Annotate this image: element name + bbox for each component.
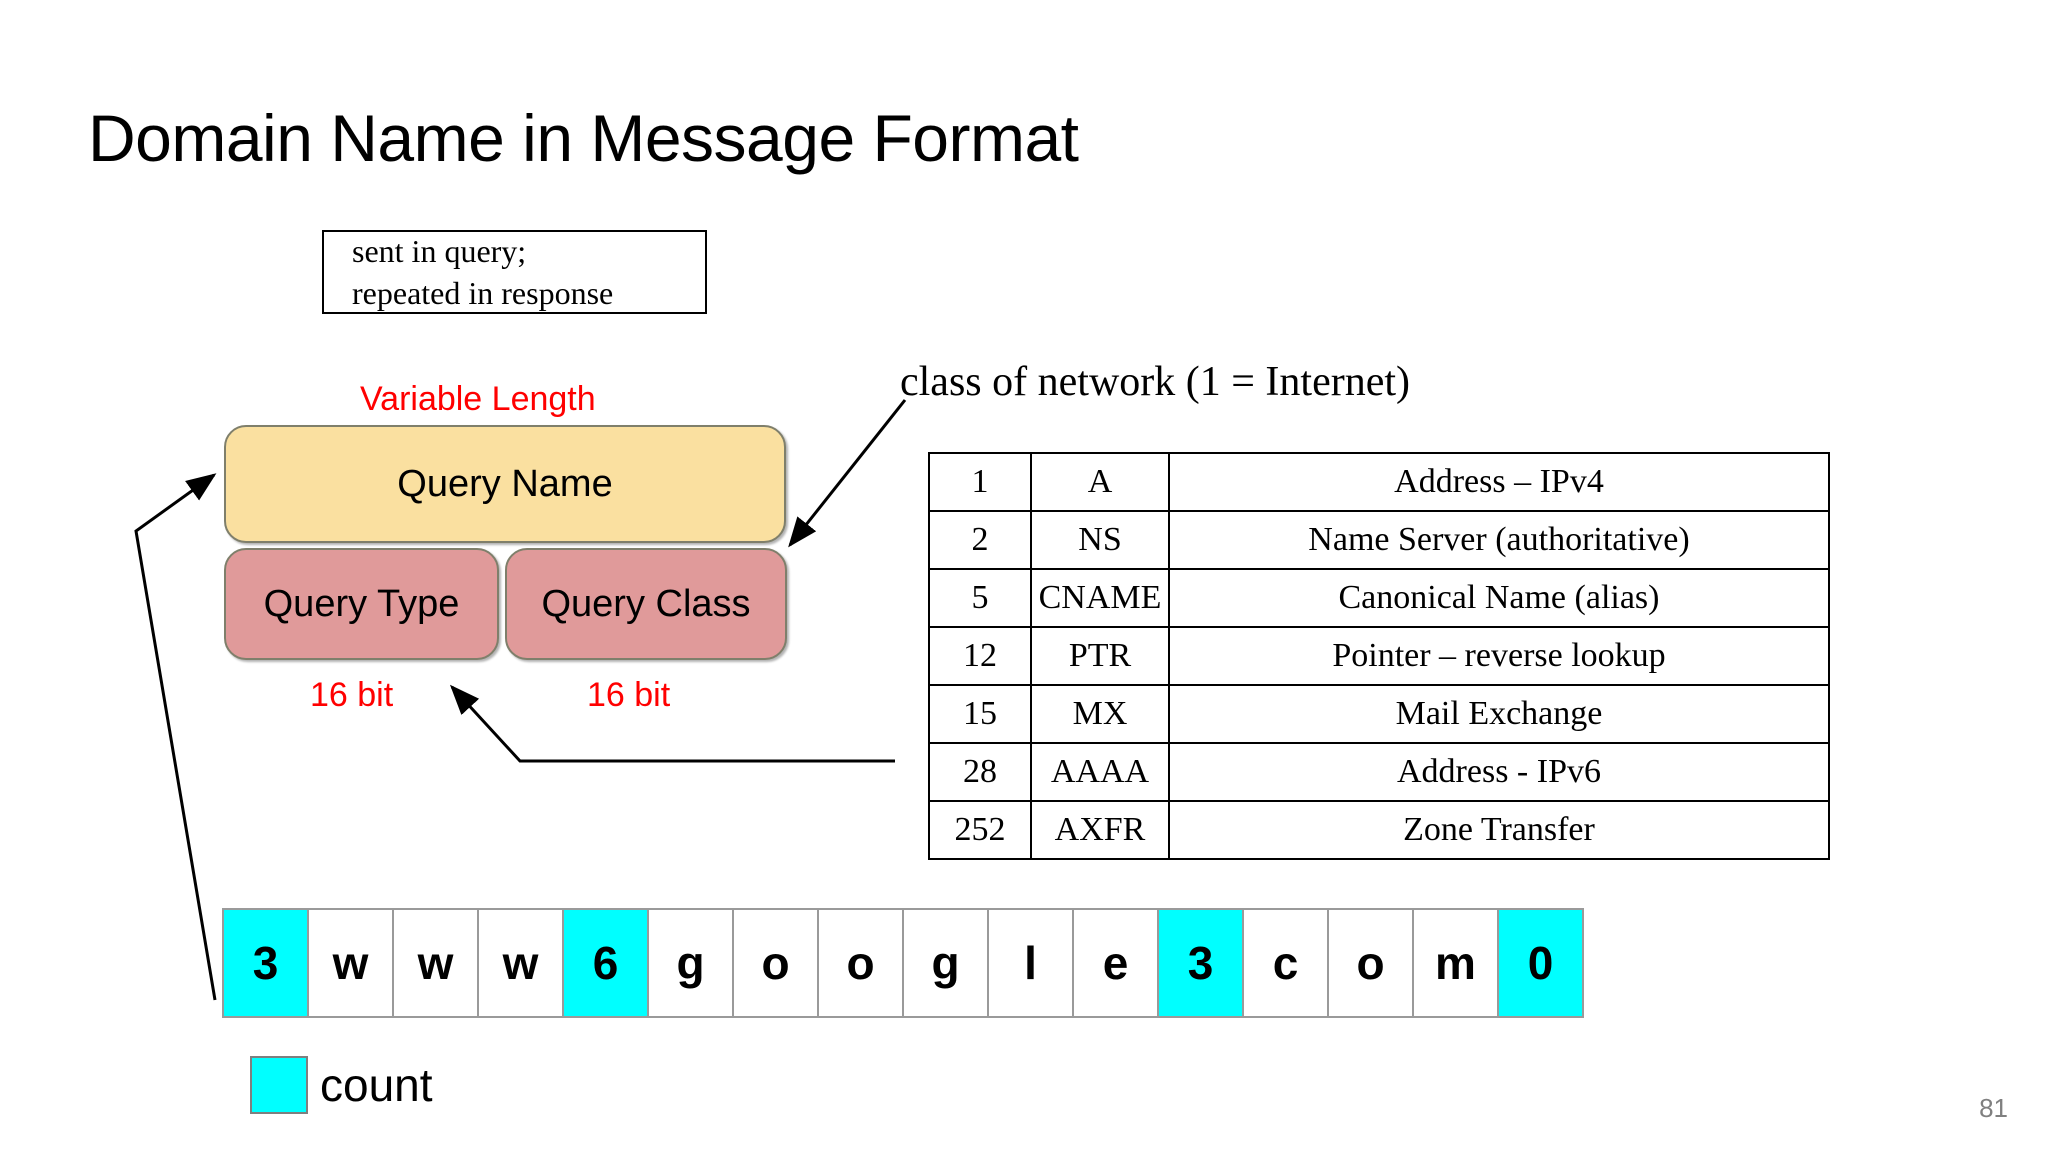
arrow-table-to-16bit [449, 684, 895, 763]
record-number: 12 [928, 626, 1032, 686]
arrow-class-of-network-to-query-class [788, 399, 907, 548]
legend-label-count: count [320, 1059, 433, 1111]
record-description: Address – IPv4 [1168, 452, 1830, 512]
callout-line-2: repeated in response [352, 275, 614, 311]
record-type: AXFR [1030, 800, 1170, 860]
byte-cell-count: 0 [1497, 908, 1584, 1018]
label-16-bit-query-class: 16 bit [587, 676, 671, 714]
callout-line-1: sent in query; [352, 233, 527, 269]
page-title: Domain Name in Message Format [88, 101, 1079, 175]
field-query-type: Query Type [224, 548, 499, 660]
byte-cell-count: 3 [222, 908, 309, 1018]
page-number: 81 [1979, 1093, 2008, 1123]
record-description: Name Server (authoritative) [1168, 510, 1830, 570]
record-number: 252 [928, 800, 1032, 860]
callout-sent-in-query: sent in query; repeated in response [322, 230, 707, 314]
label-16-bit-query-type: 16 bit [310, 676, 394, 714]
byte-cell-char: o [1327, 908, 1414, 1018]
record-number: 28 [928, 742, 1032, 802]
field-query-name: Query Name [224, 425, 786, 543]
record-type: PTR [1030, 626, 1170, 686]
record-description: Canonical Name (alias) [1168, 568, 1830, 628]
byte-cell-char: m [1412, 908, 1499, 1018]
record-type: A [1030, 452, 1170, 512]
label-variable-length: Variable Length [360, 380, 596, 418]
byte-cell-char: g [902, 908, 989, 1018]
record-type: AAAA [1030, 742, 1170, 802]
field-query-name-label: Query Name [397, 462, 613, 505]
byte-cell-char: l [987, 908, 1074, 1018]
legend-count: count [250, 1056, 433, 1114]
record-description: Mail Exchange [1168, 684, 1830, 744]
byte-cell-char: o [732, 908, 819, 1018]
byte-cell-count: 6 [562, 908, 649, 1018]
record-description: Pointer – reverse lookup [1168, 626, 1830, 686]
byte-cell-count: 3 [1157, 908, 1244, 1018]
byte-cell-char: e [1072, 908, 1159, 1018]
record-type: MX [1030, 684, 1170, 744]
byte-cell-char: w [477, 908, 564, 1018]
byte-cell-char: c [1242, 908, 1329, 1018]
record-type: CNAME [1030, 568, 1170, 628]
field-query-type-label: Query Type [263, 582, 460, 625]
record-description: Address - IPv6 [1168, 742, 1830, 802]
byte-cell-char: w [392, 908, 479, 1018]
record-description: Zone Transfer [1168, 800, 1830, 860]
record-number: 15 [928, 684, 1032, 744]
byte-cell-char: g [647, 908, 734, 1018]
record-number: 5 [928, 568, 1032, 628]
record-type: NS [1030, 510, 1170, 570]
field-query-class-label: Query Class [541, 582, 751, 625]
byte-cell-char: w [307, 908, 394, 1018]
arrow-bytes-to-query-name [134, 473, 217, 1001]
legend-swatch-count [250, 1056, 308, 1114]
field-query-class: Query Class [505, 548, 787, 660]
record-number: 1 [928, 452, 1032, 512]
byte-cell-char: o [817, 908, 904, 1018]
record-number: 2 [928, 510, 1032, 570]
caption-class-of-network: class of network (1 = Internet) [900, 359, 1411, 405]
